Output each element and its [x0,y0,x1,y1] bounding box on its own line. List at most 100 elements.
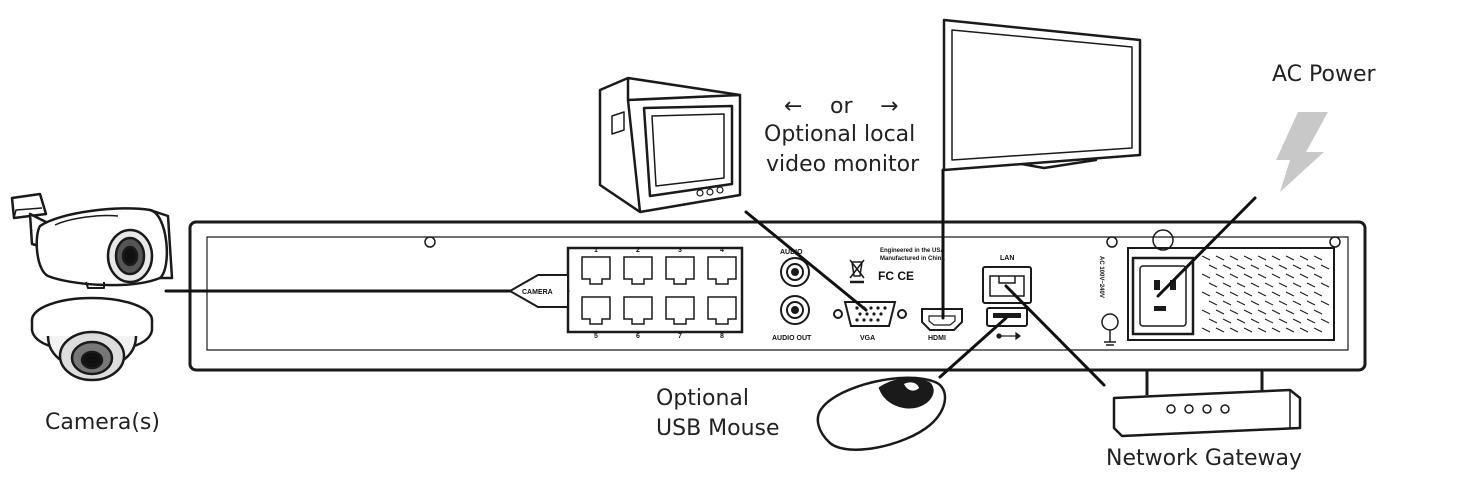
vent-slat [1299,327,1309,333]
vent-slat [1285,291,1295,297]
svg-text:VGA: VGA [860,335,875,342]
vent-slat [1208,264,1218,270]
dome-camera [30,296,154,382]
audio-connectors [780,257,810,325]
vent-slat [1250,282,1260,288]
vent-slat [1243,327,1253,333]
lan-usb-block [982,266,1032,341]
camera-tag: CAMERA [507,274,569,308]
arrow-left-icon: ← [784,94,803,119]
vent-slat [1306,318,1316,324]
vent-slat [1264,300,1274,306]
vent-slat [1313,255,1323,261]
usb-port [986,307,1028,327]
vent-slat [1320,282,1330,288]
vent-slat [1292,282,1302,288]
vent-slat [1243,255,1253,261]
vent-slat [1222,282,1232,288]
vent-slat [1292,300,1302,306]
vent-slat [1313,273,1323,279]
vent-slat [1257,255,1267,261]
port-number: 1 [594,247,598,254]
svg-text:Engineered in the USA: Engineered in the USA [880,248,945,254]
vga-port [833,301,907,327]
vent-slat [1313,327,1323,333]
usb-cable [938,316,1008,379]
vent-slat [1208,318,1218,324]
vent-slat [1236,264,1246,270]
ac-power-label: AC Power [1272,62,1376,87]
bullet-camera [10,192,174,289]
vent-slat [1285,309,1295,315]
usb-mouse [816,376,947,451]
vent-slat [1201,309,1211,315]
rj45-port [665,296,695,325]
vent-slat [1271,309,1281,315]
port-number: 3 [678,247,682,254]
vent-slat [1250,300,1260,306]
vent-slat [1201,273,1211,279]
vent-slat [1320,300,1330,306]
power-cable [1156,196,1257,298]
svg-text:CAMERA: CAMERA [522,289,553,296]
svg-text:Manufactured in China: Manufactured in China [880,256,945,262]
svg-text:AC 100V~240V: AC 100V~240V [1098,256,1104,298]
video-monitor-label-line1: Optional local [764,122,916,147]
vent-slat [1299,255,1309,261]
vga-cable [744,210,868,312]
rj45-port [707,296,737,325]
vent-slat [1285,327,1295,333]
vent-slat [1250,264,1260,270]
vent-slat [1229,309,1239,315]
vent-slat [1229,291,1239,297]
vent-slat [1250,318,1260,324]
vent-slat [1271,327,1281,333]
cert-block: Engineered in the USA Manufactured in Ch… [849,248,945,284]
usb-icon [996,331,1021,341]
panel-labels: AUDIO AUDIO OUT VGA HDMI LAN AC 100V~240… [772,249,1104,342]
or-label: or [830,94,853,119]
vent-slat [1306,264,1316,270]
port-number: 4 [720,247,724,254]
lan-cable [1004,284,1106,387]
svg-text:HDMI: HDMI [928,335,946,342]
vent-slat [1236,282,1246,288]
vent-slat [1285,273,1295,279]
flat-tv [942,18,1142,172]
lightning-bolt-icon [1276,112,1328,192]
vent-slat [1236,300,1246,306]
vent-slat [1215,273,1225,279]
vent-slat [1306,300,1316,306]
vent-slat [1215,291,1225,297]
network-gateway-label: Network Gateway [1106,446,1303,471]
usb-mouse-label-line2: USB Mouse [656,416,780,441]
vent-slat [1229,273,1239,279]
crt-monitor [598,76,742,214]
vent-slat [1271,273,1281,279]
rj45-port [707,256,737,285]
vent-slat [1292,318,1302,324]
vent-slat [1278,318,1288,324]
vent-slat [1201,291,1211,297]
vent-slat [1243,309,1253,315]
port-number: 6 [636,333,640,340]
vent-slat [1278,300,1288,306]
vent-slat [1215,309,1225,315]
hdmi-port [921,308,963,331]
audio-out-jack [780,295,810,325]
vent-slat [1229,327,1239,333]
vent-slat [1257,273,1267,279]
ground-screw [1101,313,1119,346]
vent-slat [1271,255,1281,261]
vent-slat [1222,264,1232,270]
vent-slat [1299,273,1309,279]
vent-slat [1208,300,1218,306]
vent-slat [1208,282,1218,288]
svg-text:AUDIO: AUDIO [780,249,803,256]
vent-slat [1215,255,1225,261]
vent-slat [1292,264,1302,270]
vent-slat [1264,318,1274,324]
port-number: 8 [720,333,724,340]
router [1112,370,1302,438]
